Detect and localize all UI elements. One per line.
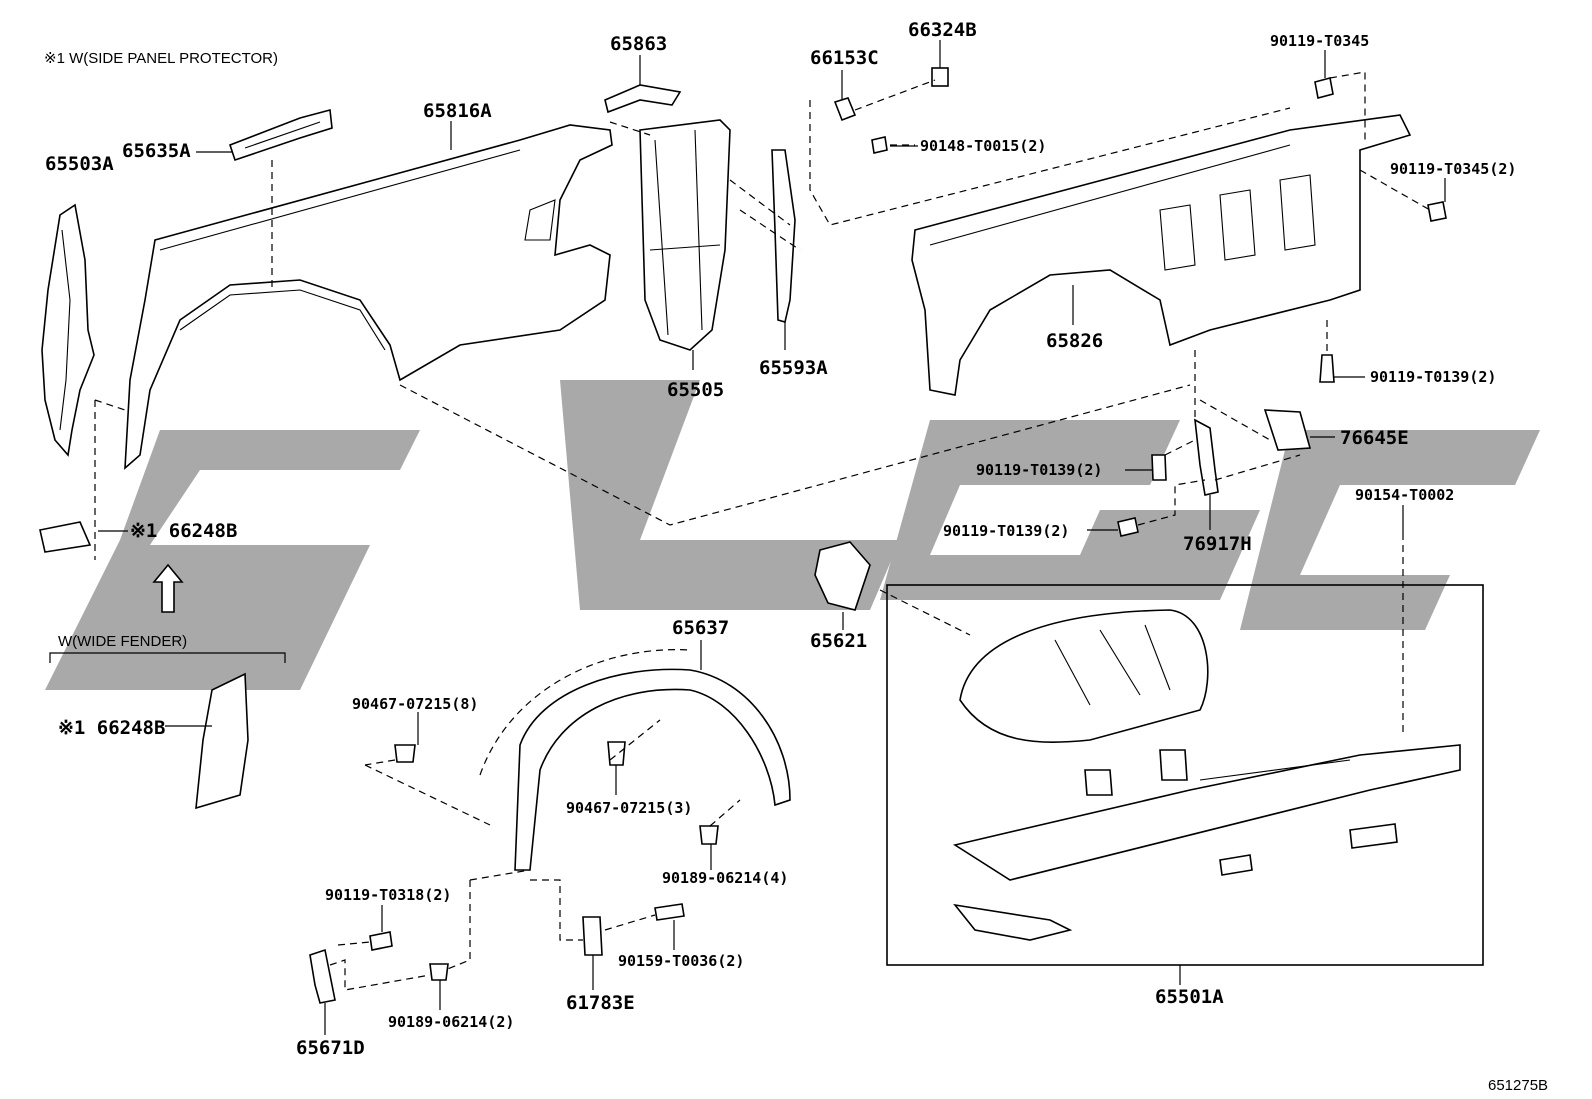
label-90119-T0345: 90119-T0345: [1270, 32, 1369, 50]
group-box-65501A: [886, 584, 1484, 966]
part-76917H-shape: [1194, 418, 1219, 496]
part-65637-shape: [479, 649, 791, 871]
label-65635A: 65635A: [122, 140, 191, 162]
label-76917H: 76917H: [1183, 533, 1252, 555]
label-65816A: 65816A: [423, 100, 492, 122]
wide-fender-bracket: [49, 652, 286, 663]
bolt-90159-T0036-shape: [654, 903, 685, 921]
part-65826-shape: [911, 114, 1412, 396]
part-61783E-shape: [582, 916, 603, 956]
label-66248B-b: ※1 66248B: [58, 717, 165, 739]
label-90467-07215-8: 90467-07215(8): [352, 695, 478, 713]
label-90189-06214-4: 90189-06214(4): [662, 869, 788, 887]
label-90119-T0139-c: 90119-T0139(2): [1370, 368, 1496, 386]
part-65863-shape: [604, 84, 682, 114]
label-65826: 65826: [1046, 330, 1103, 352]
part-66248B-a-shape: [39, 521, 92, 553]
label-65501A: 65501A: [1155, 986, 1224, 1008]
label-90119-T0345-2: 90119-T0345(2): [1390, 160, 1516, 178]
label-65593A: 65593A: [759, 357, 828, 379]
bolt-90119-T0318-shape: [369, 931, 393, 951]
label-65863: 65863: [610, 33, 667, 55]
part-65671D-shape: [309, 948, 336, 1004]
drawing-code: 651275B: [1488, 1077, 1548, 1094]
clip-90189-06214-2-shape: [429, 963, 449, 981]
part-65503A-shape: [41, 203, 95, 457]
bolt-90119-T0139-b-shape: [1117, 517, 1139, 537]
bolt-90119-T0139-c-shape: [1319, 354, 1335, 383]
clip-90467-07215-3-shape: [607, 741, 626, 766]
note-wide-fender: W(WIDE FENDER): [58, 633, 187, 650]
label-66153C: 66153C: [810, 47, 879, 69]
label-65671D: 65671D: [296, 1037, 365, 1059]
label-90467-07215-3: 90467-07215(3): [566, 799, 692, 817]
label-76645E: 76645E: [1340, 427, 1409, 449]
label-90159-T0036: 90159-T0036(2): [618, 952, 744, 970]
part-65635A-shape: [228, 108, 333, 162]
part-76645E-shape: [1263, 409, 1312, 451]
part-labels: 65863 66153C 66324B 90119-T0345 65816A 6…: [45, 19, 1516, 1059]
label-90119-T0139-b: 90119-T0139(2): [943, 522, 1069, 540]
label-90119-T0318: 90119-T0318(2): [325, 886, 451, 904]
note-side-panel-protector: ※1 W(SIDE PANEL PROTECTOR): [44, 50, 278, 67]
clip-90467-07215-8-shape: [394, 744, 416, 763]
part-66153C-shape: [833, 97, 857, 122]
part-65593A-shape: [771, 149, 796, 324]
bolt-90119-T0345-2-shape: [1427, 201, 1447, 222]
clip-90189-06214-4-shape: [699, 825, 719, 845]
label-90189-06214-2: 90189-06214(2): [388, 1013, 514, 1031]
leader-lines: [98, 40, 1446, 1035]
watermark: [45, 380, 1540, 690]
bolt-90148-T0015-shape: [871, 136, 888, 154]
bolt-90119-T0139-a-shape: [1151, 454, 1167, 481]
part-66324B-shape: [931, 67, 949, 87]
label-90119-T0139-a: 90119-T0139(2): [976, 461, 1102, 479]
bolt-90119-T0345-shape: [1314, 77, 1334, 99]
label-90154-T0002: 90154-T0002: [1355, 486, 1454, 504]
label-65637: 65637: [672, 617, 729, 639]
label-65621: 65621: [810, 630, 867, 652]
label-65503A: 65503A: [45, 153, 114, 175]
part-66248B-b-shape: [195, 672, 249, 810]
label-90148-T0015: 90148-T0015(2): [920, 137, 1046, 155]
label-65505: 65505: [667, 379, 724, 401]
part-65505-shape: [639, 119, 731, 351]
label-66324B: 66324B: [908, 19, 977, 41]
part-65816A-shape: [124, 124, 613, 470]
part-65621-shape: [814, 541, 871, 611]
up-arrow-icon: [152, 563, 184, 613]
label-66248B-a: ※1 66248B: [130, 520, 237, 542]
label-61783E: 61783E: [566, 992, 635, 1014]
dashed-leaders: [94, 71, 1431, 991]
part-65501A-shape: [952, 609, 1461, 941]
